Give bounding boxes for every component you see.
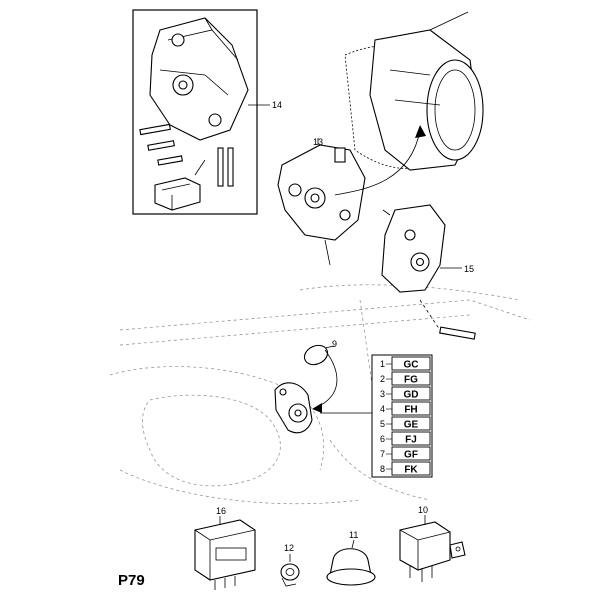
code-row: 6 FJ bbox=[380, 431, 431, 446]
callout-15: 15 bbox=[464, 264, 474, 274]
headlamp-assembly bbox=[344, 11, 484, 171]
code-row: 5 GE bbox=[380, 416, 431, 431]
arrow-to-headlamp bbox=[334, 129, 421, 196]
code-cell bbox=[391, 431, 431, 446]
code-row-number: 1 bbox=[380, 359, 385, 369]
part-16-relay bbox=[194, 516, 256, 590]
code-row: 7 GF bbox=[380, 446, 431, 461]
code-row-number: 8 bbox=[380, 464, 385, 474]
code-cell bbox=[391, 386, 431, 401]
code-value: GE bbox=[404, 420, 419, 431]
code-row-number: 7 bbox=[380, 449, 385, 459]
code-cell bbox=[391, 461, 431, 476]
part-9-cover-cap bbox=[303, 344, 335, 366]
code-row: 3 GD bbox=[380, 386, 431, 401]
code-row: 1 GC bbox=[380, 356, 431, 371]
code-cell bbox=[391, 446, 431, 461]
code-value: FH bbox=[404, 405, 417, 416]
code-value: GC bbox=[404, 360, 419, 371]
headlamp-range-switch bbox=[274, 349, 338, 434]
callout-16: 16 bbox=[216, 506, 226, 516]
code-cell bbox=[391, 416, 431, 431]
callout-11: 11 bbox=[349, 530, 358, 540]
code-value: GF bbox=[404, 450, 418, 461]
code-row: 8 FK bbox=[380, 461, 431, 476]
code-row: 2 FG bbox=[380, 371, 431, 386]
part-15-leveling-motor bbox=[381, 204, 476, 340]
code-cell bbox=[391, 401, 431, 416]
code-row-number: 6 bbox=[380, 434, 385, 444]
connector-plug bbox=[154, 159, 206, 211]
page-reference: P79 bbox=[118, 572, 145, 589]
code-cell bbox=[391, 371, 431, 386]
code-row-number: 2 bbox=[380, 374, 385, 384]
part-11-cap bbox=[326, 539, 376, 586]
callout-10: 10 bbox=[418, 505, 428, 515]
callout-12: 12 bbox=[284, 543, 294, 553]
code-cell bbox=[391, 356, 431, 371]
part-12-clip bbox=[280, 554, 300, 587]
code-row: 4 FH bbox=[380, 401, 431, 416]
code-value: FK bbox=[404, 465, 418, 476]
inset-box-part-14 bbox=[132, 9, 270, 215]
code-value: FJ bbox=[405, 435, 417, 446]
arrow-head bbox=[415, 125, 426, 138]
code-row-number: 5 bbox=[380, 419, 385, 429]
dashboard-outline bbox=[109, 284, 531, 505]
switch-code-table: 1 GC 2 FG 3 GD 4 FH 5 GE 6 FJ 7 GF 8 FK bbox=[320, 354, 433, 478]
part-13-actuator-plate bbox=[277, 138, 366, 266]
code-row-number: 4 bbox=[380, 404, 385, 414]
callout-13: 13 bbox=[313, 137, 323, 147]
code-value: GD bbox=[404, 390, 419, 401]
callout-14: 14 bbox=[272, 100, 282, 110]
callout-9: 9 bbox=[332, 339, 337, 349]
part-10-relay-bracket bbox=[399, 515, 466, 582]
bolt-set bbox=[139, 123, 183, 166]
code-value: FG bbox=[404, 375, 418, 386]
code-row-number: 3 bbox=[380, 389, 385, 399]
